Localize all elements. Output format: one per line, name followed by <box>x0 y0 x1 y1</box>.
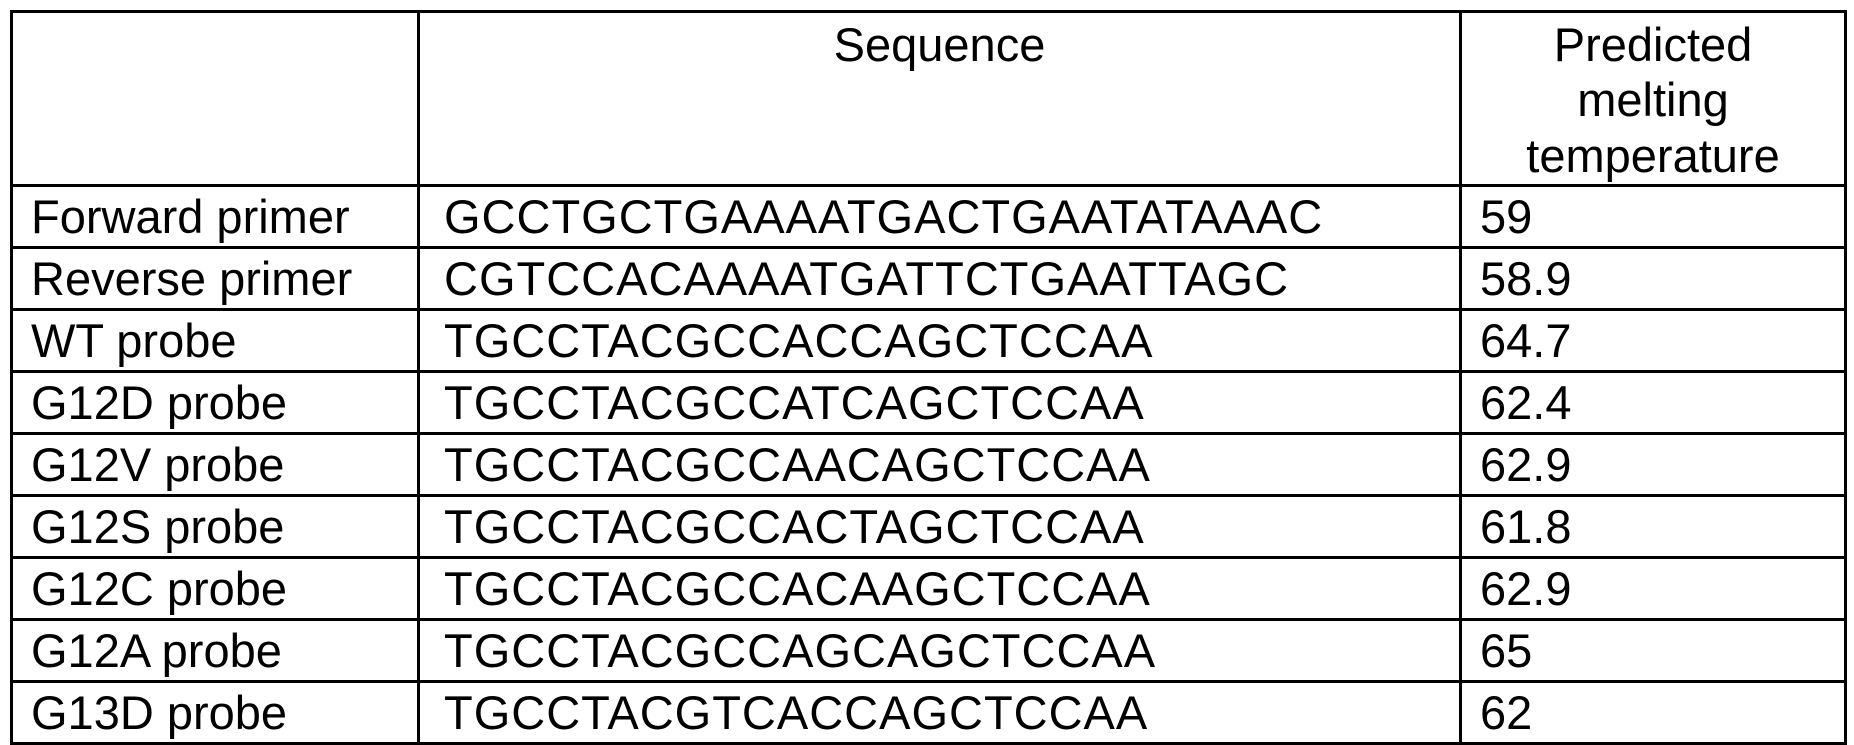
row-label: G12S probe <box>10 494 420 560</box>
row-label: Forward primer <box>10 184 420 250</box>
row-label: G12V probe <box>10 432 420 498</box>
sequence-value: GCCTGCTGAAAATGACTGAATATAAAC <box>417 184 1462 250</box>
header-name <box>10 9 420 188</box>
table-row-g13d-probe: G13D probe TGCCTACGTCACCAGCTCCAA 62 <box>10 680 1847 745</box>
sequence-value: TGCCTACGCCATCAGCTCCAA <box>417 370 1462 436</box>
table-header-row: Sequence Predicted melting temperature <box>10 9 1847 188</box>
sequence-value: TGCCTACGCCACCAGCTCCAA <box>417 308 1462 374</box>
table-row-reverse-primer: Reverse primer CGTCCACAAAATGATTCTGAATTAG… <box>10 246 1847 312</box>
row-label: G12C probe <box>10 556 420 622</box>
table-row-g12s-probe: G12S probe TGCCTACGCCACTAGCTCCAA 61.8 <box>10 494 1847 560</box>
header-melting-temperature: Predicted melting temperature <box>1459 9 1847 188</box>
melting-temperature-value: 64.7 <box>1459 308 1847 374</box>
table-row-forward-primer: Forward primer GCCTGCTGAAAATGACTGAATATAA… <box>10 184 1847 250</box>
sequence-value: TGCCTACGCCAGCAGCTCCAA <box>417 618 1462 684</box>
header-sequence: Sequence <box>417 9 1462 188</box>
sequence-value: TGCCTACGTCACCAGCTCCAA <box>417 680 1462 745</box>
melting-temperature-value: 62.9 <box>1459 556 1847 622</box>
primer-probe-table: Sequence Predicted melting temperature F… <box>10 9 1847 745</box>
melting-temperature-value: 62.9 <box>1459 432 1847 498</box>
row-label: G12D probe <box>10 370 420 436</box>
row-label: Reverse primer <box>10 246 420 312</box>
melting-temperature-value: 59 <box>1459 184 1847 250</box>
melting-temperature-value: 58.9 <box>1459 246 1847 312</box>
table-row-wt-probe: WT probe TGCCTACGCCACCAGCTCCAA 64.7 <box>10 308 1847 374</box>
sequence-value: TGCCTACGCCACAAGCTCCAA <box>417 556 1462 622</box>
melting-temperature-value: 65 <box>1459 618 1847 684</box>
table-row-g12a-probe: G12A probe TGCCTACGCCAGCAGCTCCAA 65 <box>10 618 1847 684</box>
row-label: G13D probe <box>10 680 420 745</box>
melting-temperature-value: 62 <box>1459 680 1847 745</box>
melting-temperature-value: 62.4 <box>1459 370 1847 436</box>
sequence-value: TGCCTACGCCACTAGCTCCAA <box>417 494 1462 560</box>
table-row-g12d-probe: G12D probe TGCCTACGCCATCAGCTCCAA 62.4 <box>10 370 1847 436</box>
table-row-g12c-probe: G12C probe TGCCTACGCCACAAGCTCCAA 62.9 <box>10 556 1847 622</box>
melting-temperature-value: 61.8 <box>1459 494 1847 560</box>
row-label: G12A probe <box>10 618 420 684</box>
sequence-value: TGCCTACGCCAACAGCTCCAA <box>417 432 1462 498</box>
sequence-value: CGTCCACAAAATGATTCTGAATTAGC <box>417 246 1462 312</box>
table-row-g12v-probe: G12V probe TGCCTACGCCAACAGCTCCAA 62.9 <box>10 432 1847 498</box>
row-label: WT probe <box>10 308 420 374</box>
